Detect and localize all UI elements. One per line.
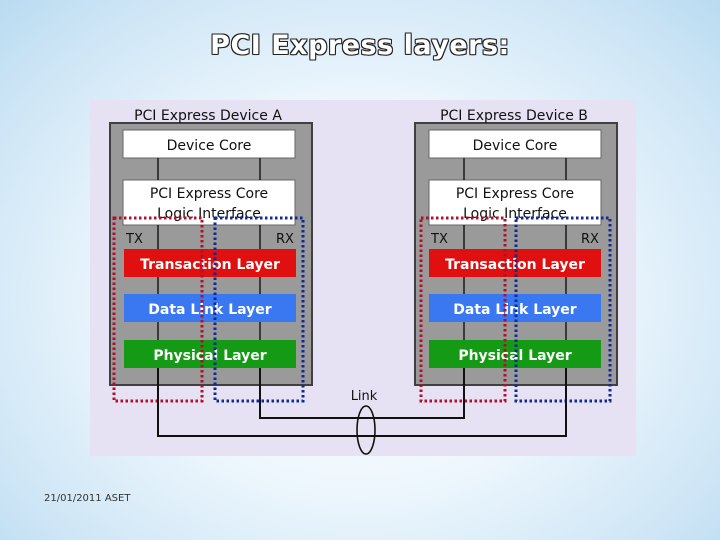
device-b-data-link-layer xyxy=(429,294,601,322)
device-a-transaction-layer xyxy=(124,249,296,277)
device-b-rx-label: RX xyxy=(581,232,599,247)
device-a-rx-label: RX xyxy=(276,232,294,247)
slide-title: PCI Express layers: xyxy=(210,30,510,61)
device-a-logic-line1: PCI Express Core xyxy=(150,186,268,202)
pcie-layers-diagram: PCI Express Device A Device Core PCI Exp… xyxy=(90,100,636,456)
device-a-core-label: Device Core xyxy=(167,138,252,154)
device-b-logic-line1: PCI Express Core xyxy=(456,186,574,202)
device-a-transaction-label: Transaction Layer xyxy=(140,257,280,273)
device-b-tx-path xyxy=(419,216,507,403)
device-a: PCI Express Device A Device Core PCI Exp… xyxy=(109,108,313,386)
link-wiring xyxy=(157,368,567,437)
device-b-core-label: Device Core xyxy=(473,138,558,154)
device-a-core-box xyxy=(122,129,296,159)
device-a-arrows xyxy=(157,158,261,340)
footer-date: 21/01/2011 ASET xyxy=(44,493,131,504)
device-b-transaction-layer xyxy=(429,249,601,277)
device-b-arrows xyxy=(463,158,567,340)
device-a-physical-layer xyxy=(124,340,296,368)
link-ellipse xyxy=(356,405,376,455)
device-a-title: PCI Express Device A xyxy=(134,108,282,124)
device-b-rx-path xyxy=(514,216,612,403)
device-b-core-box xyxy=(428,129,602,159)
device-a-logic-line2: Logic Interface xyxy=(157,206,261,222)
device-a-data-link-layer xyxy=(124,294,296,322)
device-a-data-link-label: Data Link Layer xyxy=(148,302,272,318)
device-b-logic-line2: Logic Interface xyxy=(463,206,567,222)
device-a-physical-label: Physical Layer xyxy=(153,348,266,364)
device-a-tx-label: TX xyxy=(125,232,143,247)
device-b-tx-label: TX xyxy=(430,232,448,247)
link-label: Link xyxy=(351,389,378,404)
device-b-title: PCI Express Device B xyxy=(440,108,588,124)
